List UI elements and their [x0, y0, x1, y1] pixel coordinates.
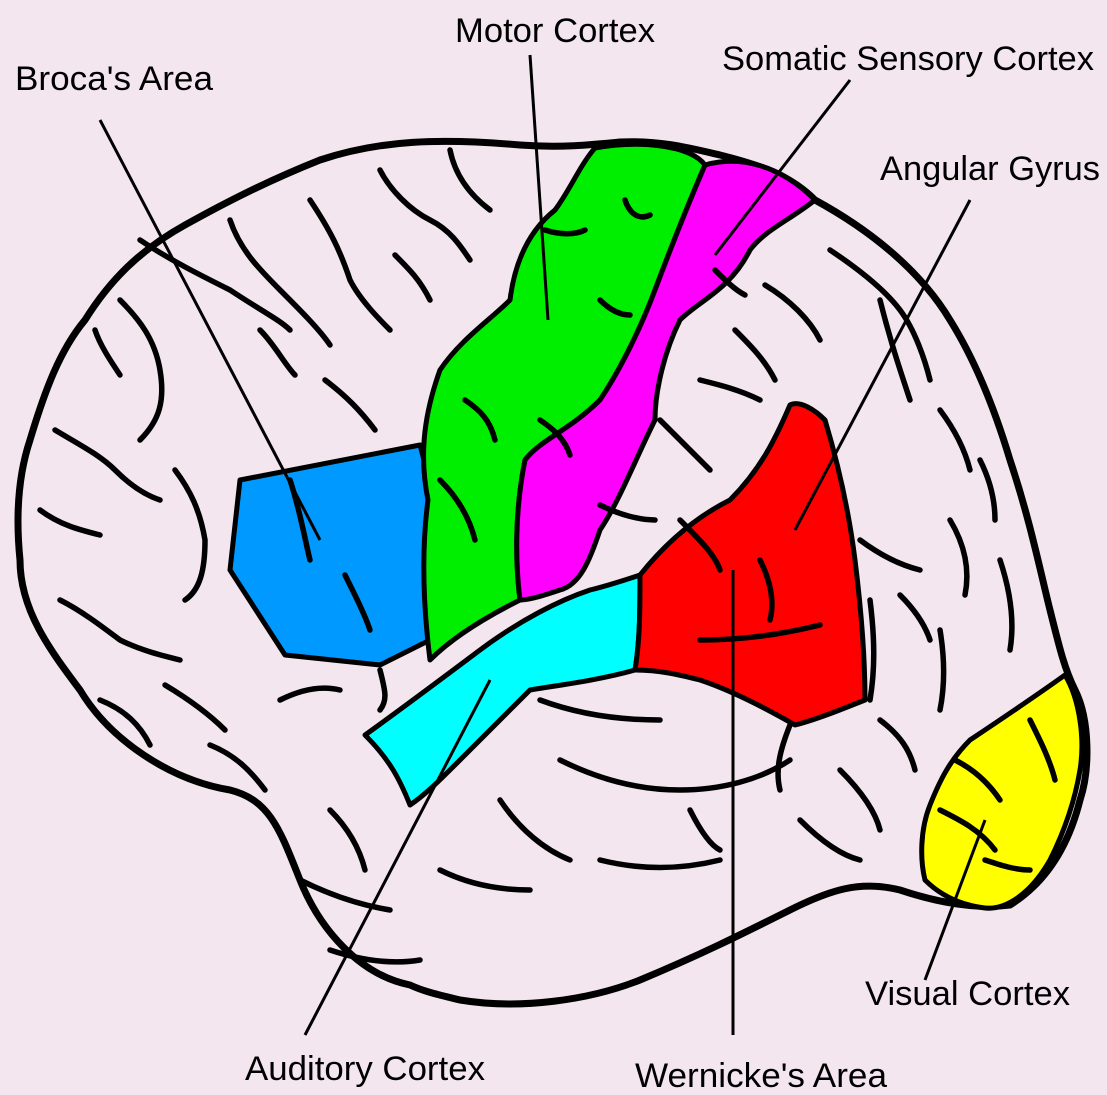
label-motor-cortex: Motor Cortex — [455, 12, 655, 50]
wernickes-area-region — [635, 404, 865, 725]
label-somatic-sensory-cortex: Somatic Sensory Cortex — [722, 40, 1094, 78]
label-angular-gyrus: Angular Gyrus — [880, 150, 1100, 188]
label-brocas-area: Broca's Area — [15, 60, 213, 98]
label-wernickes-area: Wernicke's Area — [635, 1057, 887, 1095]
visual-cortex-region — [922, 675, 1082, 908]
leader-angular-gyrus — [795, 200, 970, 530]
brocas-area-region — [230, 445, 440, 665]
label-visual-cortex: Visual Cortex — [865, 975, 1070, 1013]
label-auditory-cortex: Auditory Cortex — [245, 1050, 485, 1088]
